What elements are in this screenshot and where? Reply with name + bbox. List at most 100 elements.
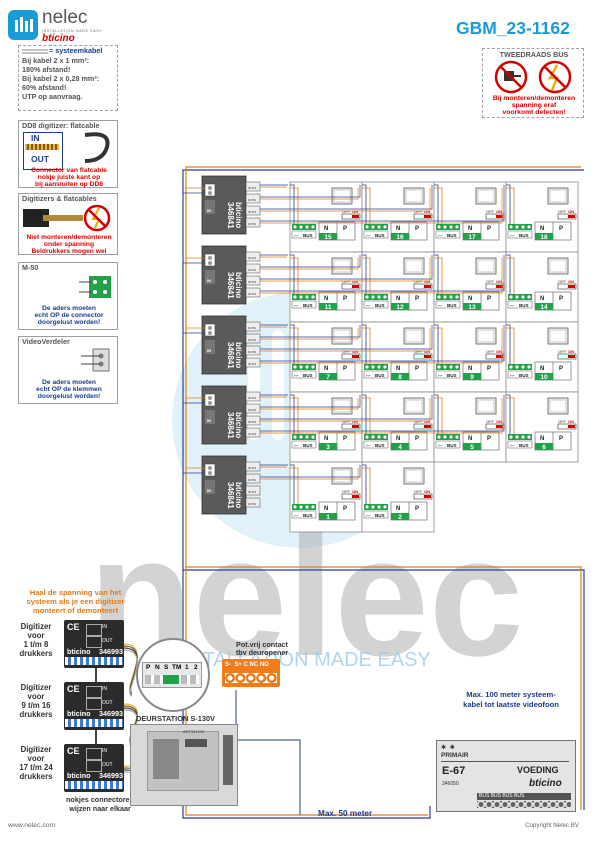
distributor-model: 346841 (226, 342, 235, 369)
digitizer-note-1: Haal de spanning van het (29, 588, 122, 597)
psu-brand: bticino (529, 778, 562, 789)
n-label: N (540, 296, 544, 302)
p-label: P (559, 296, 563, 302)
n-label: N (468, 226, 472, 232)
vv-terminal-icon (81, 348, 110, 372)
psu-model: E-67 (442, 765, 466, 777)
monitor-wire-orange (362, 327, 371, 364)
dip-switch-icon (413, 353, 433, 360)
monitor-number-badge (535, 443, 553, 450)
on-label: ON (568, 349, 574, 354)
bus-terminal-block (508, 434, 532, 440)
monitor-number: 6 (542, 444, 546, 451)
dd8-out-label: OUT (31, 154, 49, 164)
monitor-wire-orange (362, 467, 371, 504)
n-label: N (540, 436, 544, 442)
flatcable-warning-icon (23, 205, 111, 232)
m50-note-1: De aders moeten (42, 305, 96, 312)
distributor-out-label: OUT3 (248, 280, 256, 284)
monitor-number: 13 (468, 304, 476, 311)
distributor-model: 346841 (226, 272, 235, 299)
off-label: OFF (558, 279, 567, 284)
monitor-number-badge (463, 233, 481, 240)
bus-terminal-block (292, 364, 316, 370)
distributor-wire-blue (260, 395, 433, 420)
distributor-brand: bticino (234, 202, 243, 228)
m50-connector-icon (79, 276, 111, 298)
monitor-wire-orange (290, 257, 299, 294)
bus-polarity-icon: ⌐⌐ (294, 373, 299, 378)
contact-screw-terminals (225, 673, 277, 683)
monitor-wire-orange (290, 327, 299, 364)
on-label: ON (424, 279, 430, 284)
monitor-number-badge (391, 303, 409, 310)
off-label: OFF (414, 489, 423, 494)
distributor-brand: bticino (234, 412, 243, 438)
distributor-wire-blue (260, 325, 433, 350)
bus-label: BUS (375, 233, 385, 238)
monitor-number-badge (391, 443, 409, 450)
distributor-out-terminal (245, 263, 261, 274)
distributor-wire-orange (260, 326, 287, 328)
distributor-wire-orange (260, 328, 359, 340)
dd8-note-1: Connector van flatcable (31, 167, 107, 174)
bus-polarity-icon: ⌐⌐ (366, 373, 371, 378)
n-label: N (396, 366, 400, 372)
distributor-wire-orange (260, 258, 503, 294)
off-label: OFF (486, 279, 495, 284)
on-label: ON (568, 209, 574, 214)
legend-cable-line-2: 180% afstand! (22, 65, 71, 74)
contact-label-2: tbv deuropener (235, 648, 289, 657)
monitor-number: 1 (326, 514, 330, 521)
bus-polarity-icon: ⌐⌐ (510, 303, 515, 308)
n-label: N (468, 436, 472, 442)
monitor-number: 9 (470, 374, 474, 381)
bus-terminal-block (364, 364, 388, 370)
distributor-out-terminal (245, 275, 261, 286)
digitizer-1-out-port (86, 636, 102, 648)
psu-note-2: kabel tot laatste videofoon (463, 700, 559, 709)
digitizer-module-1: CE IN OUT bticino 346993 (64, 620, 124, 668)
dip-switch-icon (557, 213, 577, 220)
door-opener-contact-block: S- S+ C NC NO (222, 659, 280, 687)
bus-polarity-icon: ⌐⌐ (438, 233, 443, 238)
bus-polarity-icon: ⌐⌐ (366, 443, 371, 448)
distributor-out-terminal (245, 427, 261, 438)
on-label: ON (352, 489, 358, 494)
distributor-out-terminal (245, 251, 261, 262)
n-label: N (396, 296, 400, 302)
monitor-wire-blue (434, 324, 439, 364)
max-50-label: Max. 50 meter (318, 809, 373, 818)
distributor-wire-blue (260, 465, 361, 478)
distributor-out-terminal (245, 473, 261, 484)
monitor-number-badge (391, 233, 409, 240)
distributor-out-terminal (245, 461, 261, 472)
p-label: P (343, 296, 347, 302)
dip-switch-icon (557, 353, 577, 360)
distributor-wire-orange (260, 186, 287, 188)
m50-note-3: doorgelust worden! (37, 319, 101, 326)
distributor-wire-orange (260, 188, 431, 212)
dip-switch-icon (557, 423, 577, 430)
monitor-number-badge (319, 513, 337, 520)
bus-label: BUS (519, 303, 529, 308)
distributor-model: 346841 (226, 412, 235, 439)
legend-dd8-box: DD8 digitizer: flatcable IN OUT Connecto… (18, 120, 118, 188)
distributor-wire-orange (260, 398, 503, 434)
distributor-wire-orange (260, 468, 359, 480)
on-label: ON (424, 489, 430, 494)
monitor-wire-orange (506, 257, 515, 294)
bus-terminal-block (364, 504, 388, 510)
legend-vv-box: VideoVerdeler De aders moeten echt OP de… (18, 336, 118, 404)
monitor-wire-blue (362, 464, 367, 504)
monitor-number-badge (391, 513, 409, 520)
nokjes-note-2: wijzen naar elkaar (69, 804, 131, 813)
bus-label: BUS (375, 513, 385, 518)
n-label: N (324, 506, 328, 512)
off-label: OFF (558, 209, 567, 214)
power-supply: ✱ ✱ PRIMAIR E-67 VOEDING 346050 bticino … (436, 740, 576, 812)
door-station-bus-terminal (163, 675, 179, 684)
dd8-note-3: bij aansluiten op DD8 (35, 181, 103, 188)
bus-label: BUS (447, 303, 457, 308)
digitizer-3-label: Digitizer voor 17 t/m 24 drukkers (19, 745, 53, 781)
